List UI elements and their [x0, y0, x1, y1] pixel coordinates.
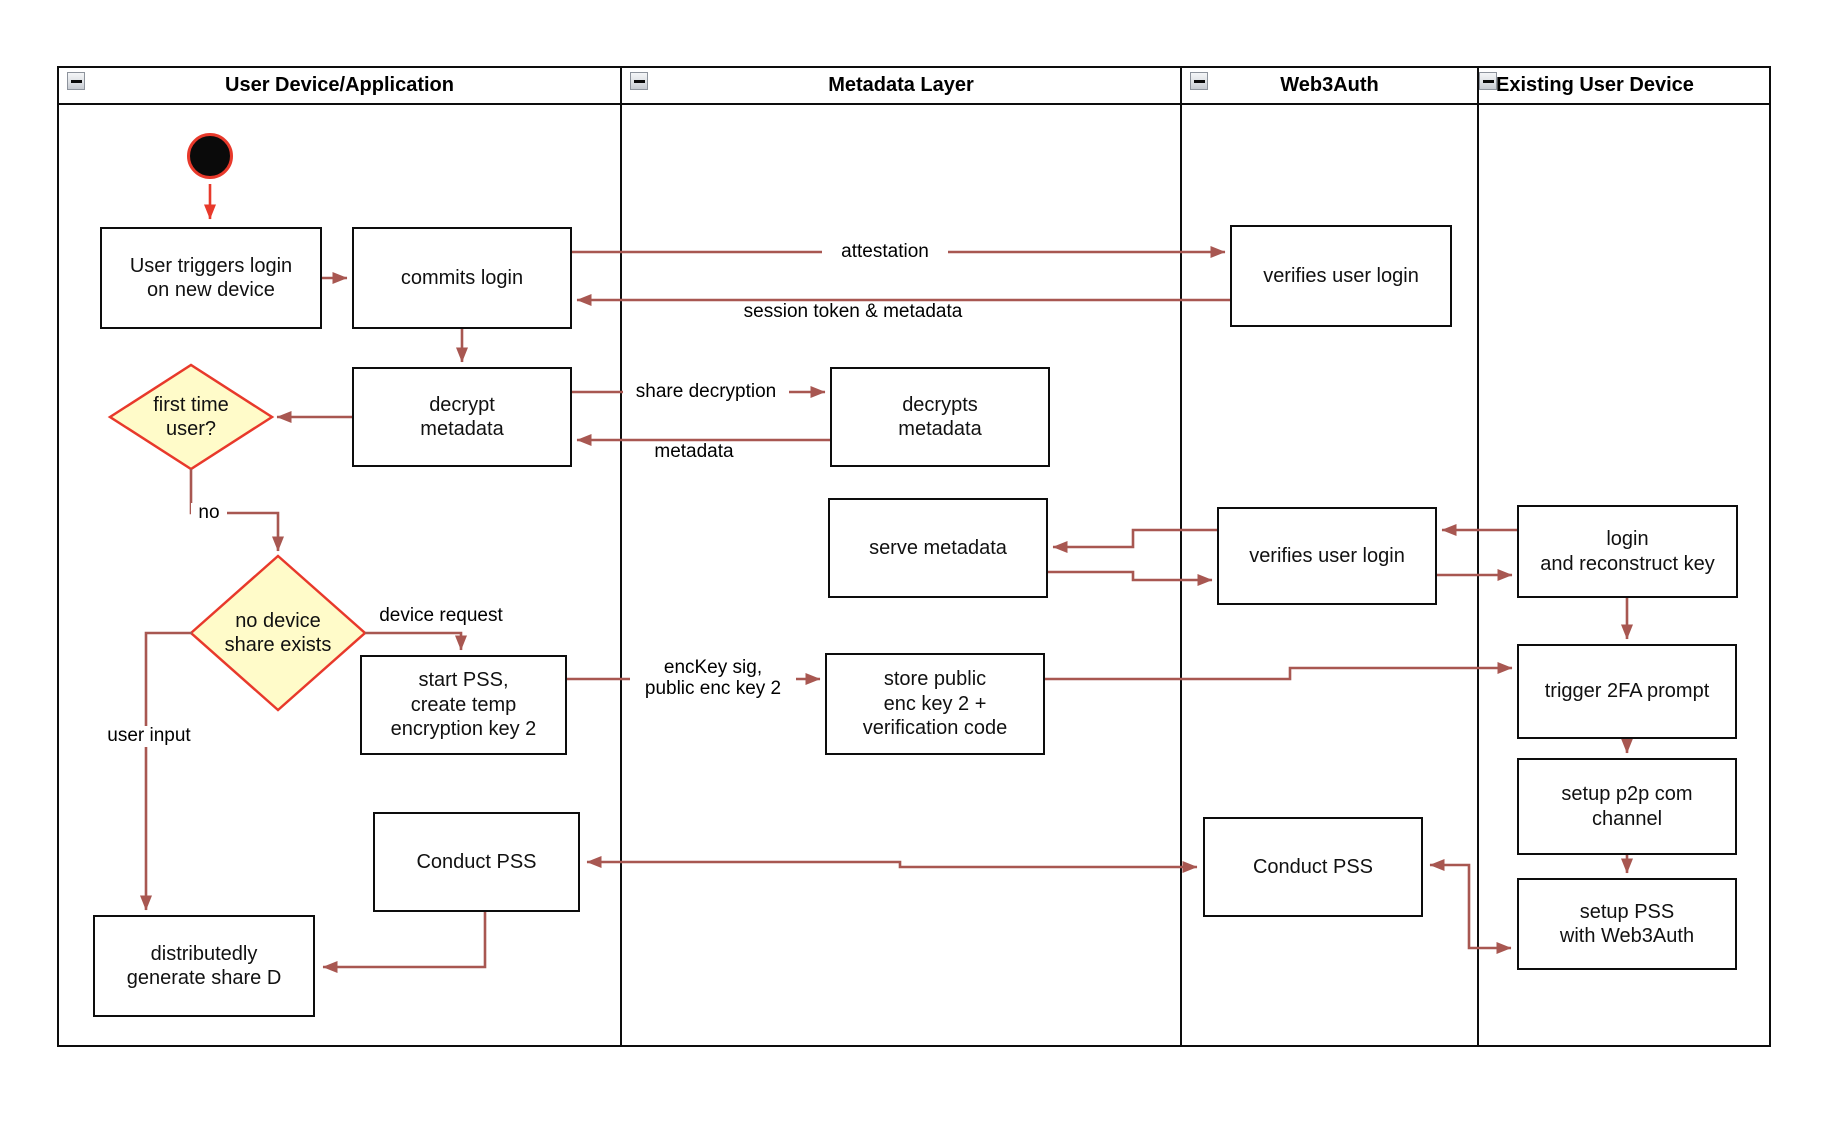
node-verifies-user-login-mid[interactable]: verifies user login — [1217, 507, 1437, 605]
edge-label-device-request: device request — [379, 605, 503, 626]
collapse-minus-icon[interactable] — [630, 72, 648, 90]
node-user-triggers-login[interactable]: User triggers login on new device — [100, 227, 322, 329]
node-label: start PSS, create temp encryption key 2 — [390, 669, 537, 741]
node-label: User triggers login on new device — [129, 254, 293, 301]
node-login-reconstruct-key[interactable]: login and reconstruct key — [1517, 505, 1738, 598]
edge-device-request — [365, 631, 467, 651]
node-verifies-user-login-top[interactable]: verifies user login — [1230, 225, 1452, 327]
node-label: commits login — [400, 266, 524, 289]
node-serve-metadata[interactable]: serve metadata — [828, 498, 1048, 598]
node-decrypts-metadata[interactable]: decrypts metadata — [830, 367, 1050, 467]
edge-label-session-token: session token & metadata — [743, 301, 963, 322]
collapse-minus-icon[interactable] — [1479, 72, 1497, 90]
edge-verifies-to-serve — [1052, 528, 1217, 553]
edge-label-share-decryption: share decryption — [623, 381, 789, 403]
edge-store-to-trigger2fa — [1045, 662, 1513, 681]
node-setup-p2p-channel[interactable]: setup p2p com channel — [1517, 758, 1737, 855]
lane-header-existing-user-device: Existing User Device — [1496, 68, 1772, 103]
minus-bar — [70, 79, 82, 83]
node-setup-pss-web3auth[interactable]: setup PSS with Web3Auth — [1517, 878, 1737, 970]
edge-conduct-pss-link — [586, 856, 1198, 873]
node-distributedly-generate-share-d[interactable]: distributedly generate share D — [93, 915, 315, 1017]
node-label: setup PSS with Web3Auth — [1559, 900, 1695, 947]
node-label: serve metadata — [869, 536, 1007, 559]
node-label: distributedly generate share D — [126, 942, 282, 989]
edge-serve-to-verifies — [1048, 570, 1213, 586]
diamond-first-time-user[interactable] — [107, 363, 275, 471]
node-label: store public enc key 2 + verification co… — [862, 668, 1008, 740]
lane-divider-2 — [1180, 66, 1182, 1047]
node-label: first time user? — [153, 394, 229, 440]
node-label: setup p2p com channel — [1561, 783, 1693, 830]
edge-label-no: no — [191, 502, 227, 524]
minus-bar — [1193, 79, 1205, 83]
edge-user-input — [140, 631, 192, 911]
collapse-minus-icon[interactable] — [67, 72, 85, 90]
node-store-public-enc-key[interactable]: store public enc key 2 + verification co… — [825, 653, 1045, 755]
lane-divider-3 — [1477, 66, 1479, 1047]
collapse-minus-icon[interactable] — [1190, 72, 1208, 90]
node-start-pss[interactable]: start PSS, create temp encryption key 2 — [360, 655, 567, 755]
node-label: verifies user login — [1263, 264, 1419, 287]
node-conduct-pss-right[interactable]: Conduct PSS — [1203, 817, 1423, 917]
label-no-device-share: no device share exists — [193, 603, 363, 663]
node-label: no device share exists — [224, 610, 332, 656]
node-label: Conduct PSS — [1252, 855, 1374, 878]
lane-title: User Device/Application — [225, 74, 454, 96]
edge-setup-pss-conduct-pss — [1429, 859, 1512, 954]
minus-bar — [1482, 79, 1494, 83]
lane-title: Web3Auth — [1280, 74, 1379, 96]
node-trigger-2fa[interactable]: trigger 2FA prompt — [1517, 644, 1737, 739]
label-first-time-user: first time user? — [121, 387, 261, 447]
lane-header-metadata-layer: Metadata Layer — [622, 68, 1180, 103]
edge-label-attestation: attestation — [822, 241, 948, 263]
lane-divider-1 — [620, 66, 622, 1047]
node-label: trigger 2FA prompt — [1544, 680, 1710, 703]
lane-header-user-device: User Device/Application — [59, 68, 620, 103]
node-label: decrypt metadata — [420, 393, 504, 440]
node-commits-login[interactable]: commits login — [352, 227, 572, 329]
lane-header-underline — [57, 103, 1771, 105]
node-label: decrypts metadata — [898, 393, 982, 440]
lane-title: Metadata Layer — [828, 74, 974, 96]
edge-no-branch — [189, 469, 284, 552]
edge-label-metadata: metadata — [654, 441, 734, 462]
node-label: login and reconstruct key — [1540, 528, 1715, 575]
node-label: verifies user login — [1249, 544, 1405, 567]
edge-label-user-input: user input — [101, 725, 197, 747]
lane-header-web3auth: Web3Auth — [1182, 68, 1477, 103]
start-node[interactable] — [187, 133, 233, 179]
node-decrypt-metadata[interactable]: decrypt metadata — [352, 367, 572, 467]
minus-bar — [633, 79, 645, 83]
edge-label-enckey-sig: encKey sig, public enc key 2 — [630, 657, 796, 700]
node-label: Conduct PSS — [416, 850, 537, 873]
edge-conduct-to-share-d — [322, 912, 487, 973]
lane-title: Existing User Device — [1496, 74, 1694, 96]
node-conduct-pss-left[interactable]: Conduct PSS — [373, 812, 580, 912]
